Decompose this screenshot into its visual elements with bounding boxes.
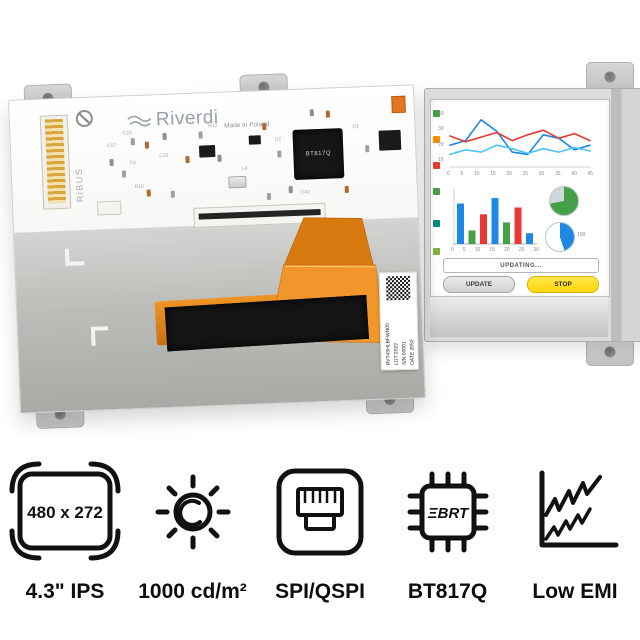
feature-strip: 480 x 272 4.3" IPS 1000 cd/m² bbox=[0, 446, 640, 604]
legend-color-swatch bbox=[433, 136, 440, 143]
component-ref-label: L4 bbox=[241, 165, 248, 172]
alignment-mark bbox=[64, 248, 85, 266]
mounting-hole bbox=[604, 71, 616, 83]
pie-chart-blue bbox=[545, 222, 575, 252]
sticker-line: LOT 2022 bbox=[393, 342, 400, 366]
chip-label: BT817Q bbox=[305, 150, 332, 158]
wave-logo-icon bbox=[127, 115, 152, 127]
back-pcb-module: RiBUS Riverdi Made in Poland BT817Q bbox=[3, 68, 430, 432]
component-ref-label: C33 bbox=[159, 152, 169, 160]
smd-passive bbox=[130, 138, 135, 146]
stop-button: STOP bbox=[527, 276, 599, 293]
display-resolution-icon: 480 x 272 bbox=[5, 446, 125, 578]
feature-label-emi: Low EMI bbox=[532, 580, 618, 603]
graphics-controller-chip: BT817Q bbox=[292, 128, 345, 180]
ic-chip bbox=[248, 135, 261, 145]
component-ref-label: C20 bbox=[122, 130, 132, 137]
ic-chip bbox=[198, 145, 216, 158]
feature-controller: ΞBRT BT817Q bbox=[385, 446, 511, 604]
smd-passive bbox=[277, 150, 282, 158]
legend-color-swatch bbox=[433, 188, 440, 195]
sticker-line: DATE 2052 bbox=[409, 339, 416, 365]
small-connector bbox=[97, 200, 122, 216]
smd-passive bbox=[162, 132, 167, 141]
display-chin bbox=[430, 297, 608, 337]
smd-passive bbox=[288, 186, 293, 194]
legend-color-swatch bbox=[433, 110, 440, 117]
smd-passive bbox=[309, 109, 314, 117]
mounting-hole bbox=[604, 346, 616, 358]
feature-resolution: 480 x 272 4.3" IPS bbox=[2, 446, 128, 604]
crystal-oscillator bbox=[228, 175, 247, 189]
smd-passive bbox=[185, 155, 190, 164]
feature-label-brightness: 1000 cd/m² bbox=[138, 580, 247, 603]
line-chart bbox=[449, 119, 591, 168]
barcode-sticker: RVT43HLBFWN00 LOT 2022 S/N 00001 DATE 20… bbox=[378, 271, 419, 371]
pcb-board: RiBUS Riverdi Made in Poland BT817Q bbox=[8, 84, 426, 414]
legend-color-swatch bbox=[433, 248, 440, 255]
smd-component bbox=[391, 95, 406, 114]
smd-passive bbox=[325, 110, 330, 118]
low-emi-graph-icon bbox=[520, 446, 630, 578]
smd-passive bbox=[198, 131, 203, 139]
feature-interface: SPI/QSPI bbox=[257, 446, 383, 604]
pie-chart-green bbox=[549, 186, 579, 216]
riverdi-logo: Riverdi bbox=[126, 107, 219, 133]
ribus-label: RiBUS bbox=[73, 167, 86, 203]
brightness-sun-icon bbox=[138, 446, 248, 578]
legend-color-swatch bbox=[433, 220, 440, 227]
smd-passive bbox=[262, 123, 267, 131]
resolution-text: 480 x 272 bbox=[27, 503, 103, 522]
smd-passive bbox=[365, 145, 370, 153]
bar-chart bbox=[453, 188, 537, 245]
progress-label: UPDATING... bbox=[500, 262, 542, 269]
smd-passive bbox=[144, 141, 150, 149]
smd-passive bbox=[170, 190, 175, 198]
component-ref-label: U2 bbox=[274, 136, 282, 143]
chip-icon: ΞBRT bbox=[388, 446, 508, 578]
component-ref-label: C6 bbox=[129, 160, 137, 167]
component-ref-label: C42 bbox=[300, 189, 311, 196]
legend-color-swatch bbox=[433, 162, 440, 169]
smd-passive bbox=[344, 185, 349, 194]
chip-brand-text: ΞBRT bbox=[426, 505, 469, 522]
connector-pins bbox=[44, 118, 67, 204]
component-ref-label: R12 bbox=[208, 122, 218, 130]
alignment-mark bbox=[90, 326, 109, 346]
updating-progress-bar: UPDATING... bbox=[443, 258, 599, 273]
smd-passive bbox=[146, 189, 151, 197]
pie-chart-label: 100 bbox=[577, 232, 586, 238]
ic-chip bbox=[378, 129, 402, 151]
mounting-ear bbox=[586, 338, 634, 366]
mounting-ear bbox=[586, 62, 634, 92]
component-ref-label: R10 bbox=[134, 183, 144, 191]
sticker-line: RVT43HLBFWN00 bbox=[384, 323, 392, 366]
smd-passive bbox=[217, 154, 222, 162]
connector-port-icon bbox=[265, 446, 375, 578]
feature-label-ips: 4.3" IPS bbox=[25, 580, 105, 603]
smd-passive bbox=[266, 192, 272, 201]
sticker-line: S/N 00001 bbox=[401, 341, 408, 366]
barcode-icon bbox=[385, 275, 411, 301]
smd-passive bbox=[109, 158, 114, 167]
feature-emi: Low EMI bbox=[512, 446, 638, 604]
feature-label-interface: SPI/QSPI bbox=[275, 580, 365, 603]
feature-label-controller: BT817Q bbox=[407, 580, 488, 603]
component-ref-label: Q1 bbox=[352, 123, 360, 130]
sticker-text: RVT43HLBFWN00 LOT 2022 S/N 00001 DATE 20… bbox=[383, 303, 416, 366]
smd-passive bbox=[121, 170, 127, 178]
ribus-connector bbox=[39, 114, 72, 210]
update-button: UPDATE bbox=[443, 276, 515, 293]
component-ref-label: C17 bbox=[106, 142, 117, 150]
feature-brightness: 1000 cd/m² bbox=[130, 446, 256, 604]
